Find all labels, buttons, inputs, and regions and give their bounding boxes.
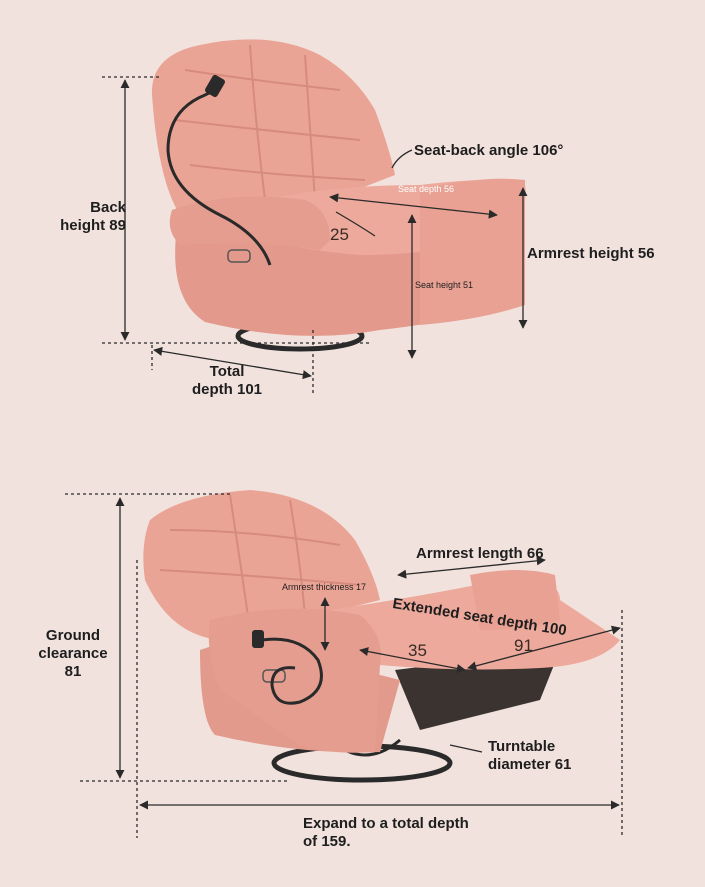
- value-91: 91: [514, 636, 533, 655]
- bottom-control-panel: [262, 669, 286, 683]
- armrest-thickness-label: Armrest thickness 17: [282, 582, 367, 592]
- seat-height-label: Seat height 51: [415, 280, 474, 290]
- armrest-height-label: Armrest height 56: [527, 245, 655, 262]
- value-35: 35: [408, 641, 427, 660]
- top-right-armrest: [420, 178, 525, 325]
- ground-clearance-label: Ground clearance 81: [38, 627, 108, 680]
- seat-back-angle-label: Seat-back angle 106°: [414, 142, 564, 159]
- top-left-armrest: [169, 196, 330, 250]
- top-recliner: [151, 39, 526, 352]
- top-control-panel: [227, 249, 251, 263]
- top-dimension-lines: [102, 76, 528, 395]
- seat-angle-value: 25: [330, 225, 349, 244]
- back-height-label: Back height 89: [60, 199, 126, 234]
- total-depth-label: Total depth 101: [191, 363, 263, 398]
- seat-depth-label: Seat depth 56: [398, 184, 455, 194]
- bottom-left-armrest: [208, 608, 381, 753]
- expand-total-depth-label: Expand to a total depth of 159.: [303, 815, 469, 850]
- armrest-length-label: Armrest length 66: [416, 545, 544, 562]
- bottom-dimension-lines: [65, 493, 623, 838]
- top-phone-holder: [166, 87, 272, 266]
- turntable-diameter-label: Turntable diameter 61: [488, 738, 572, 773]
- bottom-phone-holder: [261, 637, 323, 705]
